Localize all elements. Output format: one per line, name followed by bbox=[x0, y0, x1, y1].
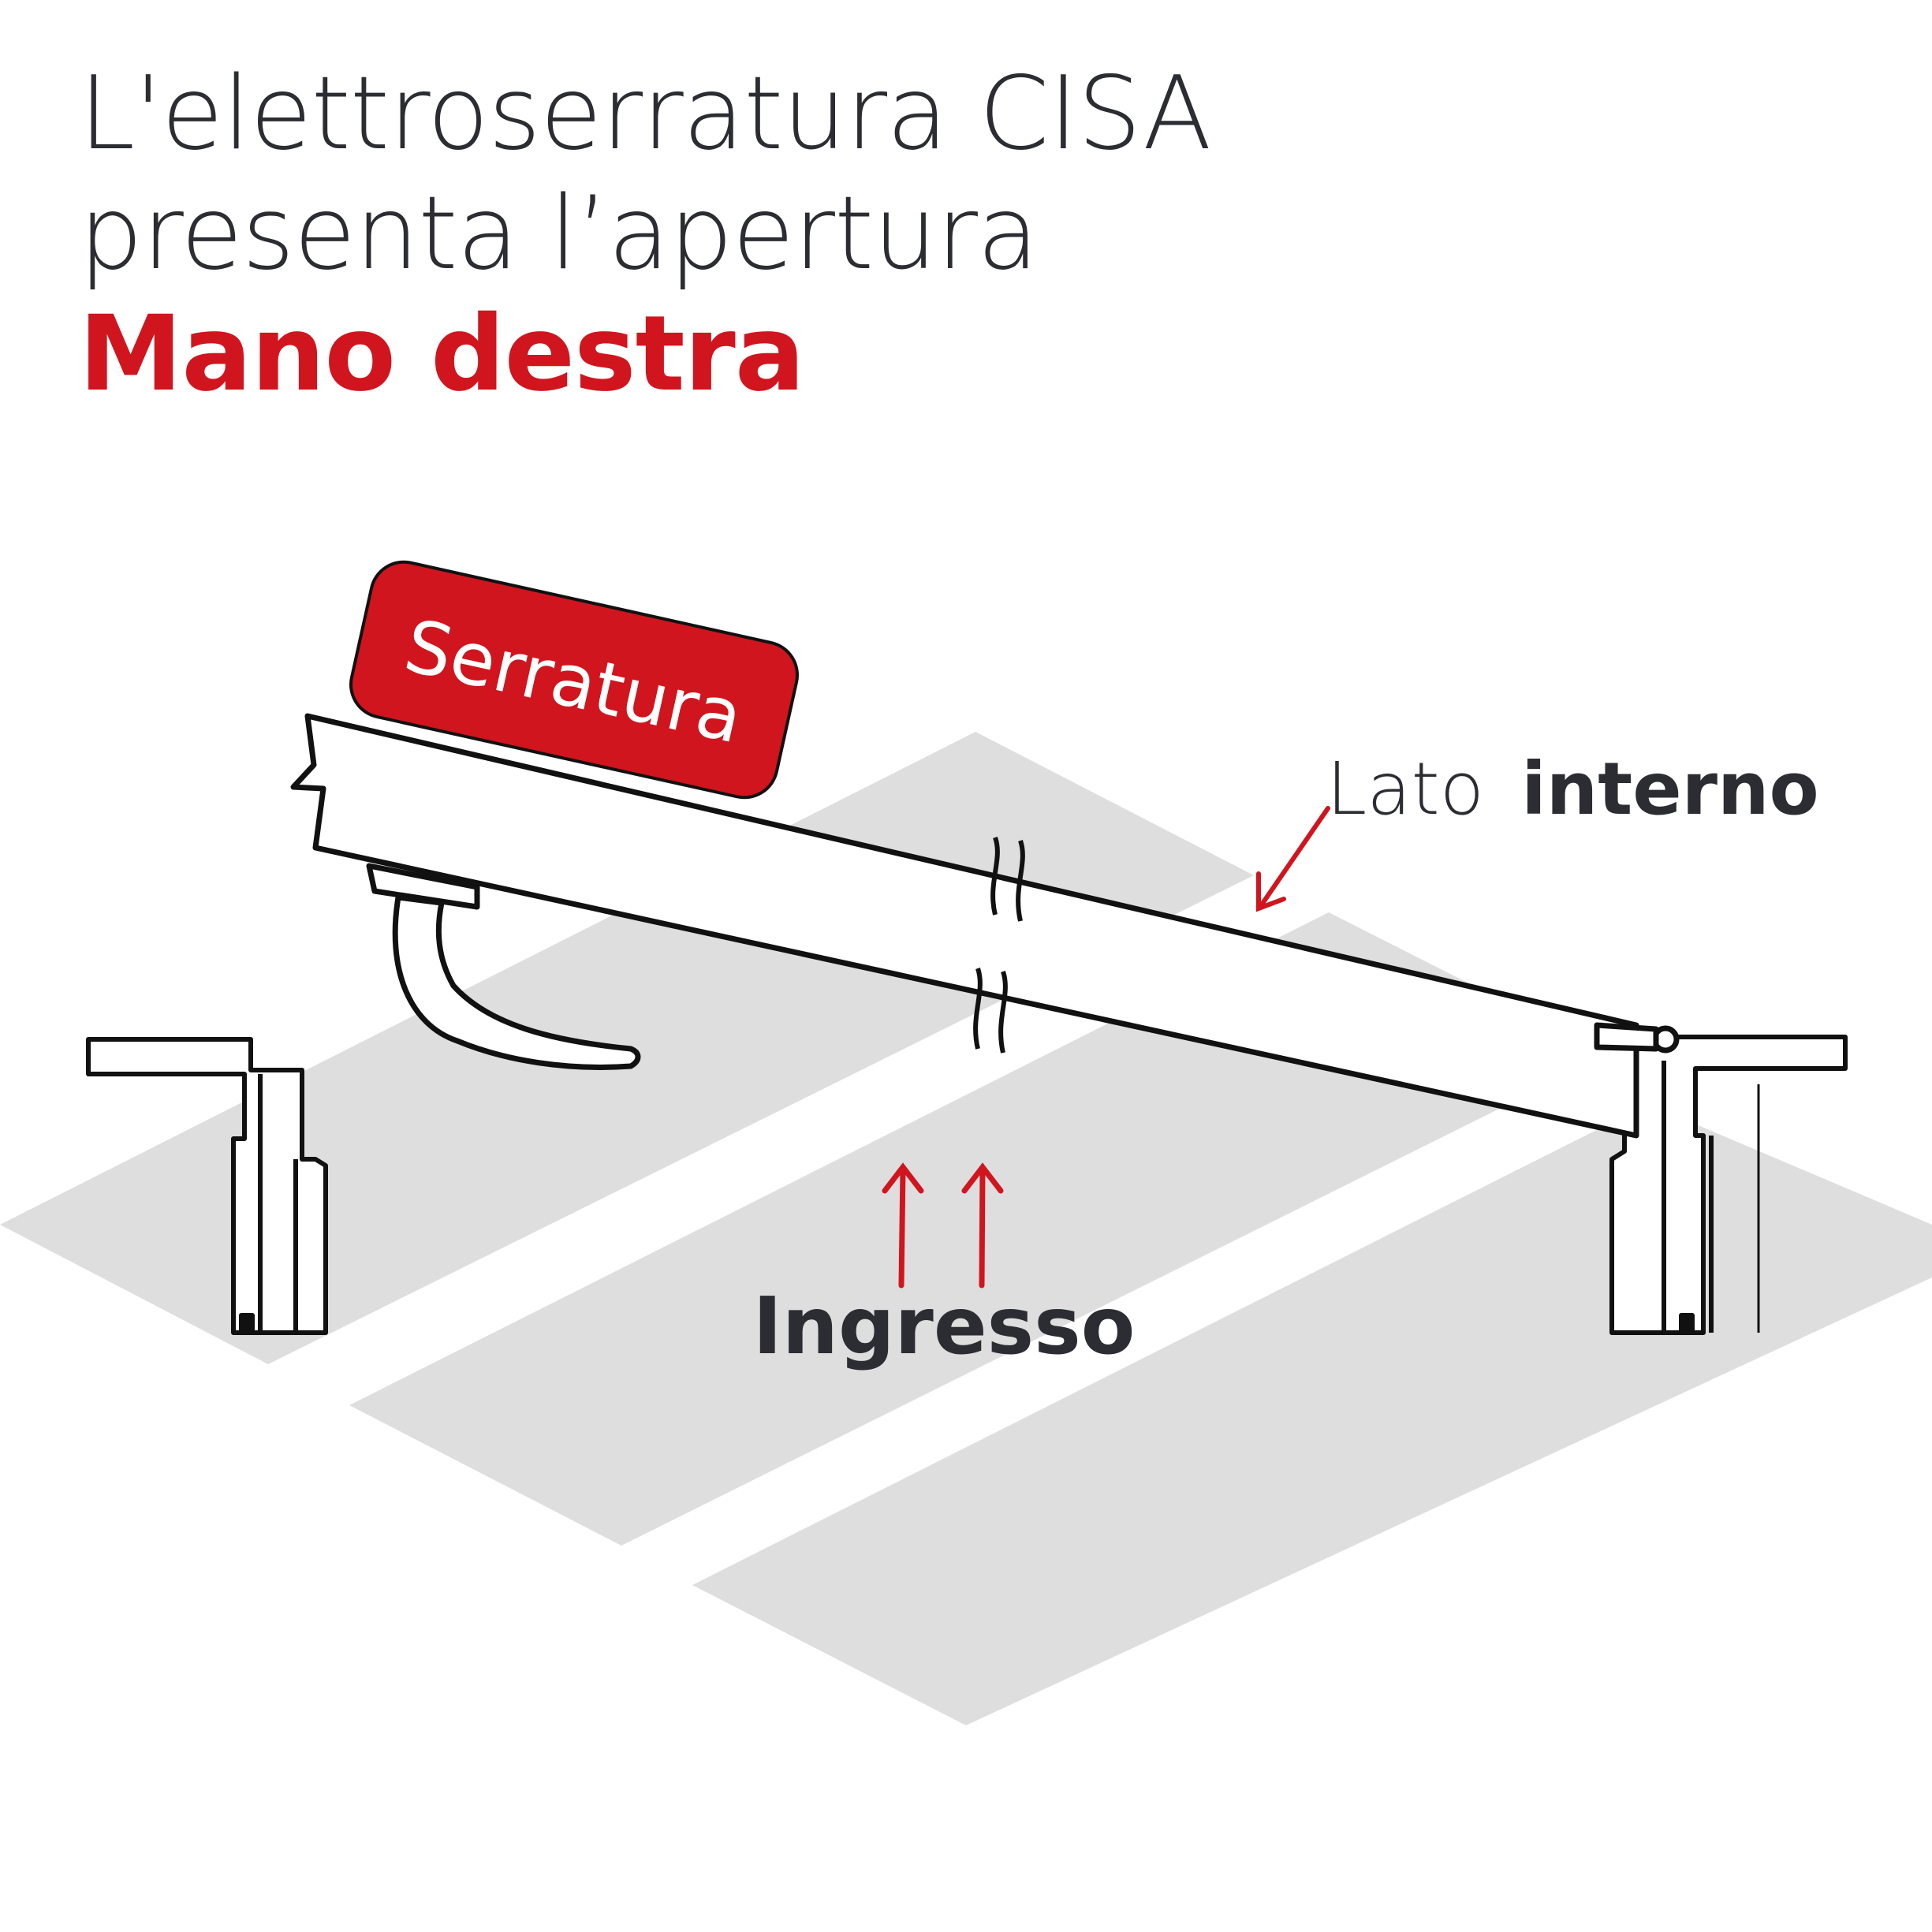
title-line-3: Mano destra bbox=[79, 293, 805, 415]
title-line-2: presenta l’apertura bbox=[79, 175, 1039, 293]
entrance-arrows bbox=[882, 1162, 1004, 1289]
entrance-arrow-2 bbox=[979, 1166, 986, 1289]
inner-side-arrow bbox=[1256, 806, 1330, 912]
door-break-bottom bbox=[973, 968, 1008, 1054]
hinge-bracket bbox=[1594, 1022, 1659, 1052]
door-handle bbox=[366, 863, 641, 1070]
handle-lever bbox=[392, 894, 641, 1070]
title-line-1: L'elettroserratura CISA bbox=[79, 55, 1212, 173]
side-label-light: Lato bbox=[1326, 747, 1484, 831]
lock-badge: Serratura bbox=[349, 560, 800, 800]
side-label: Lato interno bbox=[1326, 747, 1819, 831]
left-frame-profile bbox=[86, 1037, 328, 1335]
door-break-top bbox=[990, 836, 1025, 922]
left-frame-slot bbox=[239, 1313, 255, 1335]
entrance-label: Ingresso bbox=[753, 1280, 1136, 1372]
lock-badge-box bbox=[349, 560, 800, 800]
left-door-frame bbox=[86, 1037, 328, 1335]
handle-plate bbox=[366, 863, 480, 910]
side-label-bold: interno bbox=[1521, 747, 1818, 831]
door-leaf bbox=[290, 713, 1680, 1139]
floor-tile-middle bbox=[349, 912, 1609, 1546]
entrance-arrow-1 bbox=[898, 1166, 906, 1289]
right-frame-slot bbox=[1679, 1313, 1695, 1335]
